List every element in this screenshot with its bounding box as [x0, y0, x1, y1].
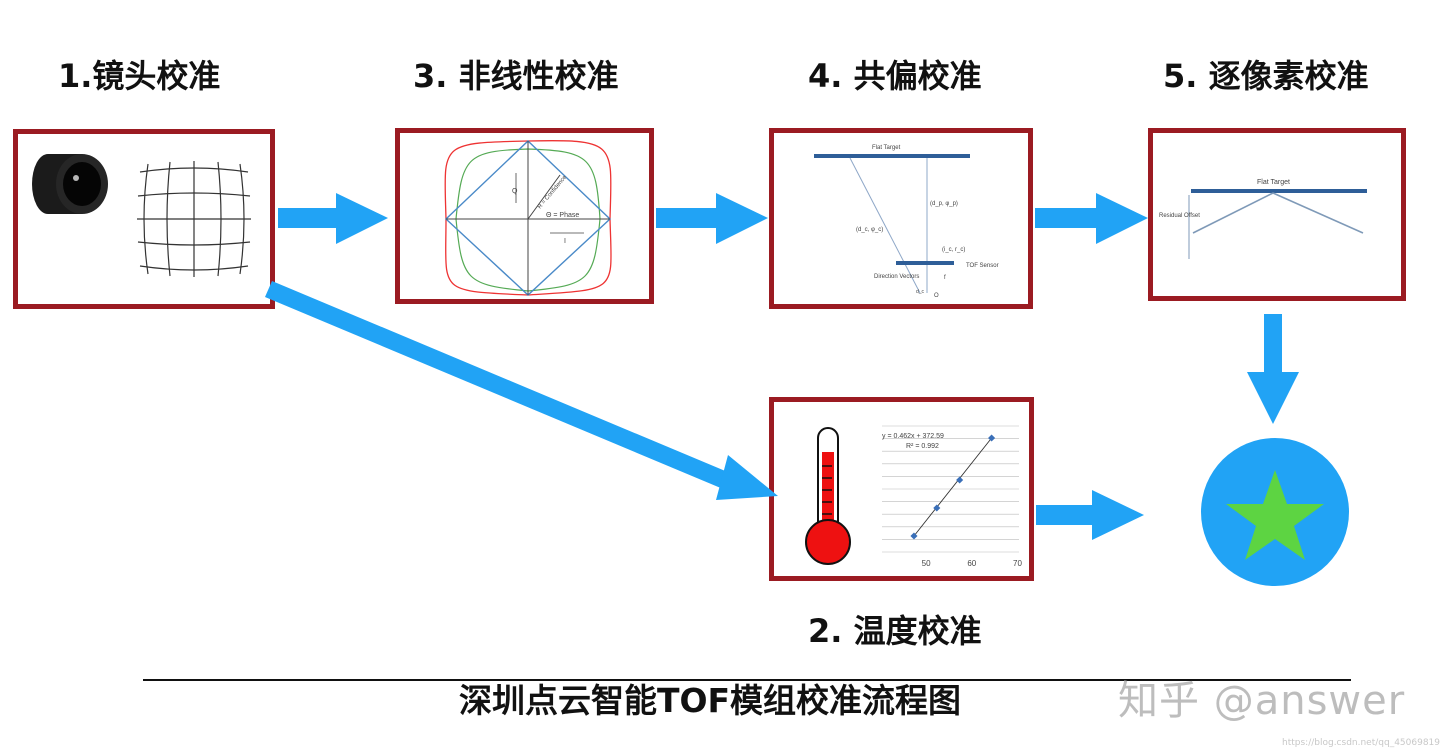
svg-text:(i_c, r_c): (i_c, r_c) [942, 247, 965, 253]
data-point [933, 504, 941, 512]
svg-text:(d_p, φ_p): (d_p, φ_p) [930, 201, 958, 207]
temperature-illustration: 50 60 70 y = 0.462x + 372.59 R² = 0.992 [805, 425, 1022, 568]
coaxial-calibration-title: 4. 共偏校准 [808, 57, 982, 95]
footer-divider [143, 679, 1351, 681]
footer-caption: 深圳点云智能TOF模组校准流程图 [458, 681, 962, 720]
arrow-lens-to-nonlinear [278, 193, 388, 244]
svg-text:(d_c, φ_c): (d_c, φ_c) [856, 227, 883, 233]
result-badge [1201, 438, 1349, 586]
distortion-grid [137, 161, 251, 277]
r-squared-label: R² = 0.992 [906, 443, 939, 450]
temperature-calibration-box: 50 60 70 y = 0.462x + 372.59 R² = 0.992 [769, 397, 1034, 581]
thermometer-icon [805, 427, 851, 565]
lens-calibration-title: 1.镜头校准 [58, 57, 221, 95]
phase-diagram: Q R = Confidence Θ = Phase I [444, 140, 612, 296]
arrow-lens-to-temperature [265, 281, 778, 500]
star-icon [1226, 470, 1324, 560]
residual-diagram: Flat Target Residual Offset [1159, 179, 1367, 259]
arrow-pixel-to-result [1247, 314, 1299, 424]
temperature-calibration-title: 2. 温度校准 [808, 612, 982, 650]
x-tick-label: 50 [922, 559, 931, 568]
pixel-calibration-box: Flat Target Residual Offset [1148, 128, 1406, 301]
arrow-temperature-to-result [1036, 490, 1144, 540]
lens-illustration [32, 154, 251, 277]
svg-text:Flat Target: Flat Target [872, 145, 901, 151]
data-point [910, 532, 918, 540]
trendline [913, 437, 992, 537]
svg-text:f: f [944, 275, 946, 281]
temperature-scatter-chart: 50 60 70 [882, 425, 1022, 568]
x-tick-label: 70 [1013, 559, 1022, 568]
svg-text:Θ = Phase: Θ = Phase [546, 212, 579, 219]
svg-text:I: I [564, 238, 566, 245]
arrow-nonlinear-to-coaxial [656, 193, 768, 244]
x-tick-label: 60 [967, 559, 976, 568]
nonlinear-calibration-title: 3. 非线性校准 [413, 57, 619, 95]
nonlinear-calibration-box: Q R = Confidence Θ = Phase I [395, 128, 654, 304]
camera-lens-icon [32, 154, 108, 214]
svg-text:Direction Vectors: Direction Vectors [874, 274, 919, 280]
pixel-calibration-title: 5. 逐像素校准 [1163, 57, 1369, 95]
watermark: 知乎 @answer [1118, 678, 1406, 724]
lens-calibration-box [13, 129, 275, 309]
data-point [956, 476, 964, 484]
svg-text:d_c: d_c [916, 289, 925, 295]
svg-text:Q: Q [512, 188, 518, 195]
source-url: https://blog.csdn.net/qq_45069819 [1282, 738, 1440, 748]
svg-text:O: O [934, 293, 939, 299]
coaxial-diagram: Flat Target TOF Sensor (d_p, φ_p) (d_c, … [814, 145, 999, 299]
svg-text:Residual Offset: Residual Offset [1159, 213, 1200, 219]
svg-text:TOF Sensor: TOF Sensor [966, 263, 999, 269]
svg-text:Flat Target: Flat Target [1257, 179, 1290, 186]
svg-text:R = Confidence: R = Confidence [537, 174, 569, 210]
coaxial-calibration-box: Flat Target TOF Sensor (d_p, φ_p) (d_c, … [769, 128, 1033, 309]
arrow-coaxial-to-pixel [1035, 193, 1148, 244]
trendline-equation: y = 0.462x + 372.59 [882, 433, 944, 440]
